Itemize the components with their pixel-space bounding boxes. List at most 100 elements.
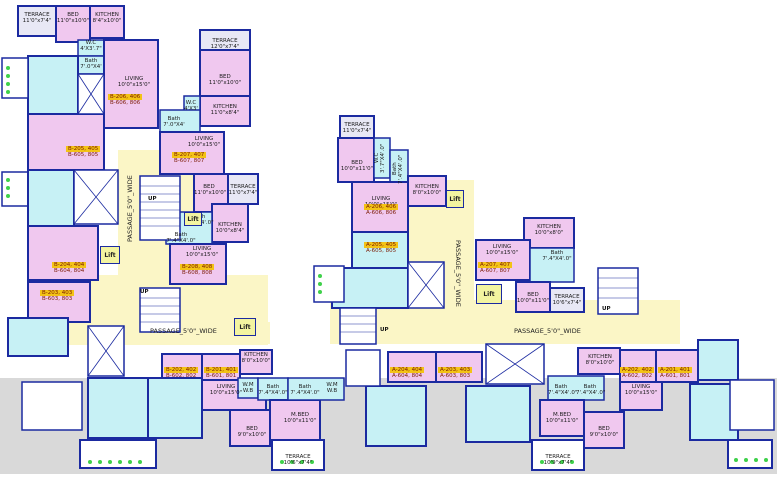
stair — [597, 267, 639, 315]
room-floor — [547, 375, 605, 401]
unit-number: A-201, 401 — [658, 367, 693, 373]
room-floor — [539, 399, 585, 437]
stair — [139, 175, 181, 241]
lift: Lift — [184, 212, 202, 226]
unit-number: A-202, 402 — [620, 367, 655, 373]
unit-number: B-206, 406 — [108, 94, 143, 100]
unit-number: B-202, 402 — [164, 367, 199, 373]
room-floor — [199, 95, 251, 127]
unit-number: A-606, 806 — [366, 210, 397, 216]
unit-number: A-204, 404 — [390, 367, 425, 373]
unit-number: B-204, 404 — [52, 262, 87, 268]
room-floor — [373, 137, 391, 179]
terrace-floor — [531, 439, 585, 471]
unit-number: B-205, 405 — [66, 146, 101, 152]
room-floor — [229, 409, 271, 447]
room-floor — [239, 349, 273, 375]
balcony — [1, 171, 29, 207]
unit-number: B-603, 803 — [42, 296, 73, 302]
room-floor — [27, 225, 99, 281]
room-floor — [351, 231, 409, 269]
unit-number: B-201, 401 — [204, 367, 239, 373]
stair-up-marker: UP — [148, 196, 157, 202]
unit-number: B-605, 805 — [68, 152, 99, 158]
room-floor — [257, 377, 289, 401]
unit-number: B-601, 801 — [206, 373, 237, 379]
unit-number: B-606, 806 — [110, 100, 141, 106]
unit-number: B-607, 807 — [174, 158, 205, 164]
unit-number: A-205, 405 — [364, 242, 399, 248]
terrace-floor — [17, 5, 57, 37]
room-floor — [269, 399, 321, 441]
building-b — [1, 5, 345, 471]
stair-up-marker: UP — [140, 289, 149, 295]
balcony-planters — [6, 66, 768, 464]
unit-number: B-602, 802 — [166, 373, 197, 379]
terrace-floor — [227, 173, 259, 205]
passage-floor — [90, 322, 270, 344]
unit-number: A-602, 802 — [622, 373, 653, 379]
unit-number: A-203, 403 — [438, 367, 473, 373]
balcony — [345, 349, 381, 387]
lift: Lift — [476, 284, 502, 304]
room-floor — [407, 175, 447, 207]
balcony — [21, 381, 83, 431]
stair-treads — [140, 185, 638, 333]
unit-number: A-207, 407 — [478, 262, 513, 268]
room-floor — [475, 239, 531, 281]
stair — [139, 287, 181, 333]
room-floor — [583, 411, 625, 449]
stair-up-marker: UP — [380, 327, 389, 333]
passage-label: PASSAGE_5'0"_WIDE — [454, 240, 462, 307]
room-floor — [55, 5, 91, 43]
room-floor — [27, 113, 105, 171]
terrace-floor — [271, 439, 325, 471]
room-floor — [389, 149, 409, 187]
unit-number: B-203, 403 — [40, 290, 75, 296]
room-floor — [27, 281, 91, 323]
balcony — [729, 379, 775, 431]
room-floor — [159, 109, 201, 133]
unit-number: A-206, 406 — [364, 204, 399, 210]
unit-number: B-208, 408 — [180, 264, 215, 270]
room-floor — [287, 377, 345, 401]
stair-up-marker: UP — [602, 306, 611, 312]
terrace-floor — [79, 439, 157, 469]
stair — [339, 307, 377, 345]
room-floor — [337, 137, 375, 183]
room-floor — [7, 317, 69, 357]
room-floor — [523, 217, 575, 249]
room-floor — [577, 347, 621, 375]
terrace-floor — [727, 439, 773, 469]
room-floor — [89, 5, 125, 39]
unit-number: B-207, 407 — [172, 152, 207, 158]
room-floor — [87, 377, 149, 439]
unit-number: A-604, 804 — [392, 373, 423, 379]
room-floor — [77, 39, 105, 57]
passage-label: PASSAGE_5'0"_WIDE — [514, 327, 581, 335]
unit-number: A-607, 807 — [480, 268, 511, 274]
room-floor — [199, 49, 251, 97]
room-floor — [27, 55, 79, 115]
unit-number: A-605, 805 — [366, 248, 397, 254]
room-floor — [103, 39, 159, 129]
lift: Lift — [234, 318, 256, 336]
room-floor — [365, 385, 427, 447]
unit-number: A-601, 801 — [660, 373, 691, 379]
passage-label: PASSAGE_5'0"_WIDE — [126, 175, 134, 242]
